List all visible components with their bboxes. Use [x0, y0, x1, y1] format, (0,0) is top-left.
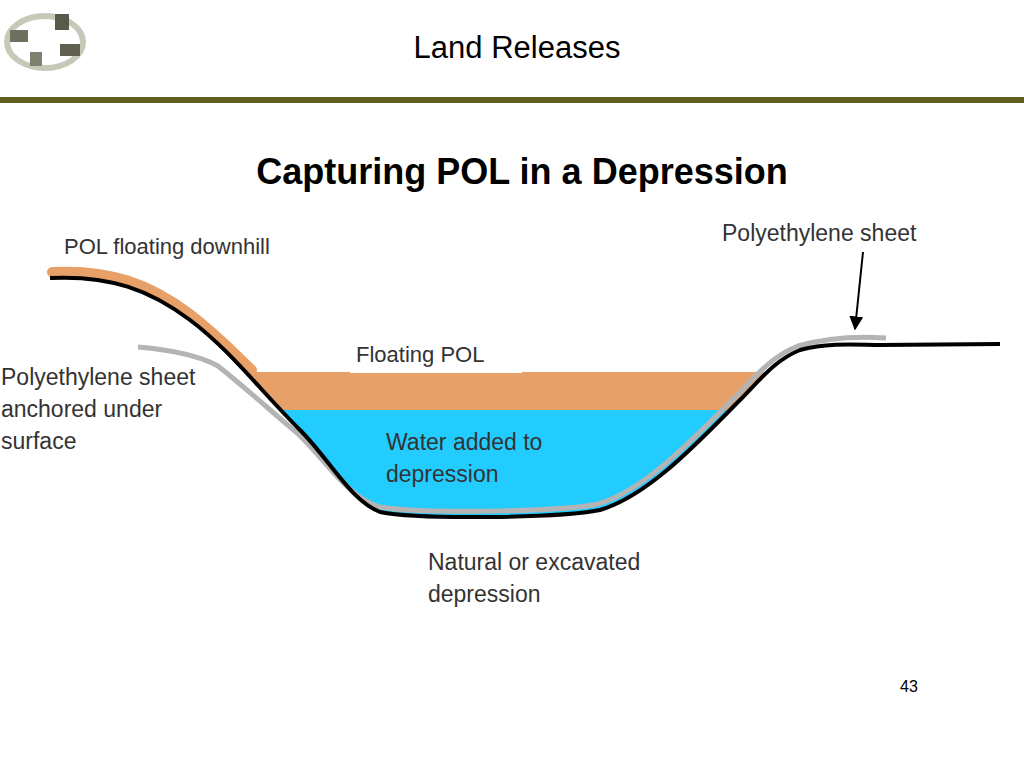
callout-text: Floating POL — [350, 338, 522, 373]
floating-pol-layer — [50, 372, 1000, 517]
pol-flow — [52, 272, 252, 370]
logo-figure — [30, 52, 42, 66]
logo-figure — [55, 14, 69, 30]
callout-text: Polyethylene sheet — [722, 217, 982, 249]
logo-figure — [10, 30, 28, 42]
leader-arrow — [855, 252, 863, 329]
logo — [7, 14, 83, 68]
callout-text: Natural or excavated depression — [428, 546, 690, 610]
logo-figure — [60, 44, 80, 56]
polyethylene-sheet — [138, 337, 886, 511]
diagram-title: Capturing POL in a Depression — [160, 150, 884, 193]
header-rule — [0, 97, 1024, 103]
logo-ring — [7, 16, 83, 68]
page-number: 43 — [900, 676, 940, 698]
water-body — [50, 410, 1000, 517]
callout-text: Polyethylene sheet anchored under surfac… — [1, 361, 196, 458]
callout-text: Water added to depression — [386, 426, 586, 490]
callout-text: POL floating downhill — [58, 230, 322, 265]
slide-header: Land Releases — [260, 26, 774, 69]
